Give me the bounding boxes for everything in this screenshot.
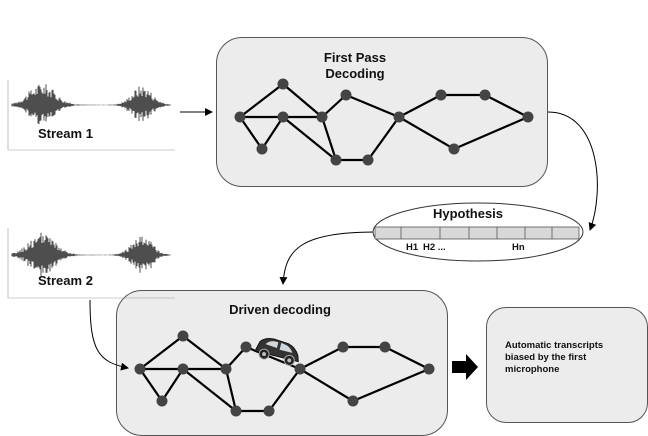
waveform-stream-1 xyxy=(7,80,175,151)
arrow-first-pass-to-hypothesis xyxy=(547,111,598,231)
first-pass-box xyxy=(216,37,548,187)
arrow-stream2-to-driven xyxy=(89,299,129,371)
first-pass-nodes xyxy=(234,78,534,166)
hypothesis-cells xyxy=(374,226,580,240)
car-icon xyxy=(254,338,299,366)
output-text: Automatic transcripts biased by the firs… xyxy=(505,340,604,375)
driven-decoding-box xyxy=(116,290,448,436)
first-pass-title-line1: First Pass xyxy=(323,50,387,65)
arrow-right-icon xyxy=(452,354,478,380)
driven-nodes xyxy=(134,330,435,417)
first-pass-title-line2: Decoding xyxy=(325,66,385,81)
hypothesis-h1: H1 xyxy=(406,242,419,253)
driven-decoding-title: Driven decoding xyxy=(229,302,331,317)
waveform-stream-2 xyxy=(7,228,175,299)
arrow-hypothesis-to-driven xyxy=(279,231,376,285)
hypothesis-title: Hypothesis xyxy=(432,206,504,221)
first-pass-title: First Pass Decoding xyxy=(300,50,410,82)
output-box xyxy=(486,307,648,423)
stream-1-label: Stream 1 xyxy=(38,126,93,141)
hypothesis-hn: Hn xyxy=(512,242,525,253)
hypothesis-h2: H2 ... xyxy=(423,242,446,253)
stream-2-label: Stream 2 xyxy=(38,273,93,288)
driven-lattice xyxy=(139,335,430,413)
